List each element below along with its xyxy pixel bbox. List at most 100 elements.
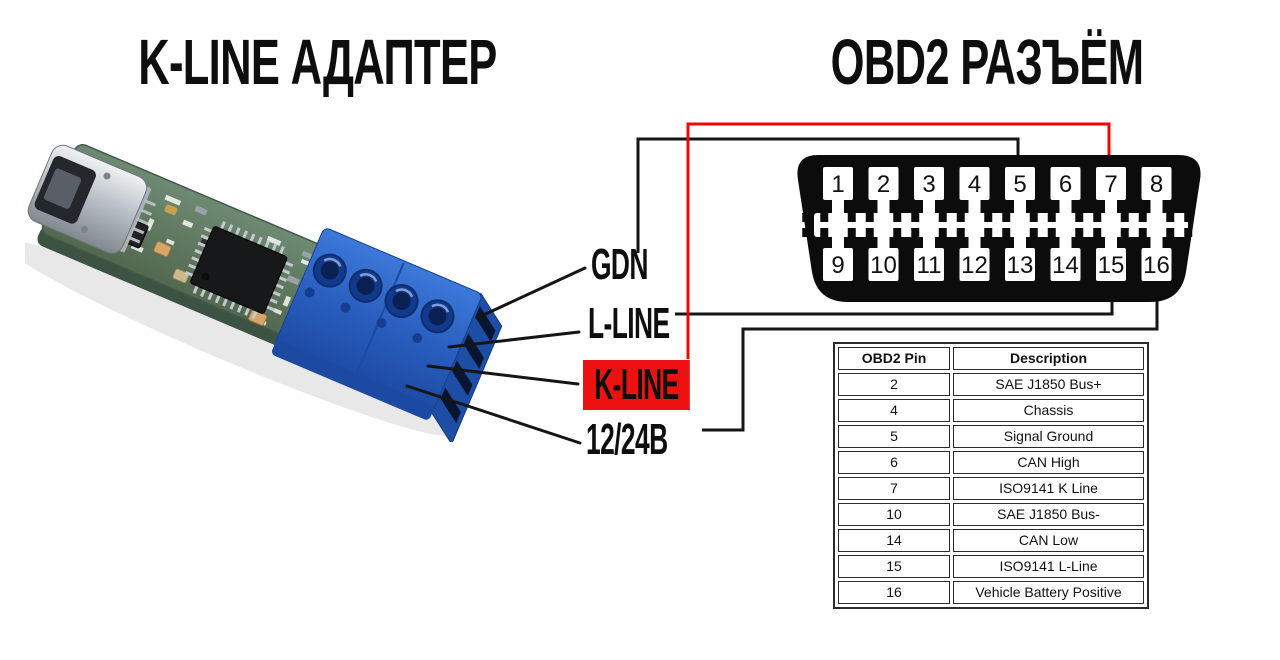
header-cell: Description — [953, 347, 1144, 370]
leader-line-power — [405, 384, 582, 445]
connector-tooth — [1093, 228, 1102, 237]
photo-shadow — [25, 240, 454, 437]
obd2-pin-number: 11 — [917, 252, 942, 279]
connector-tooth — [865, 228, 874, 237]
pin-stem — [1105, 234, 1117, 250]
title-obd2-connector: OBD2 РАЗЪЁМ — [830, 26, 1144, 98]
obd2-pin-number: 2 — [877, 171, 890, 198]
leader-line-lline — [447, 330, 581, 349]
pin-slot-top — [1096, 167, 1126, 200]
pin-slot-top — [959, 167, 990, 200]
pin-stem — [1014, 198, 1026, 215]
connector-tooth — [820, 213, 829, 222]
pin-slot-top — [1005, 167, 1035, 200]
obd2-pin-number: 13 — [1007, 252, 1034, 279]
pin-cell: 14 — [838, 529, 950, 552]
led-amber-2 — [172, 268, 190, 283]
connector-tooth — [911, 213, 920, 222]
pin-stem — [923, 234, 935, 250]
wires — [405, 122, 1159, 445]
connector-tooth — [1047, 213, 1056, 222]
connector-tooth — [802, 213, 811, 222]
pin-stem — [1014, 234, 1026, 250]
obd2-pin-number: 5 — [1013, 171, 1026, 198]
connector-tooth — [1047, 228, 1056, 237]
connector-tooth — [1075, 213, 1084, 222]
description-cell: SAE J1850 Bus+ — [953, 373, 1144, 396]
pin-slot-bottom — [1141, 248, 1172, 281]
obd2-pin-number: 15 — [1098, 252, 1125, 279]
pin-stem — [1150, 234, 1163, 250]
pin-stem — [1059, 234, 1072, 250]
obd2-pin-number: 9 — [831, 252, 844, 279]
pin-stem — [1059, 198, 1072, 215]
leader-line-kline — [426, 364, 580, 386]
connector-tooth — [1029, 228, 1038, 237]
pin-stem — [877, 234, 890, 250]
connector-tooth — [1166, 213, 1175, 222]
leader-line-gdn — [475, 266, 587, 320]
connector-tooth — [893, 228, 902, 237]
pin-cell: 4 — [838, 399, 950, 422]
pin-slot-top — [914, 167, 944, 200]
connector-tooth — [911, 228, 920, 237]
obd2-pin-number: 16 — [1143, 252, 1170, 279]
connector-tooth — [1075, 228, 1084, 237]
description-cell: SAE J1850 Bus- — [953, 503, 1144, 526]
pin-slot-bottom — [1005, 248, 1035, 281]
obd2-pin-number: 14 — [1052, 252, 1079, 279]
pin-slot-bottom — [1096, 248, 1126, 281]
connector-tooth — [1138, 213, 1147, 222]
obd2-pin-number: 1 — [831, 171, 844, 198]
connector-tooth — [1002, 213, 1011, 222]
connector-tooth — [820, 228, 829, 237]
description-cell: Chassis — [953, 399, 1144, 422]
title-kline-adapter: K-LINE АДАПТЕР — [138, 26, 497, 98]
pin-cell: 5 — [838, 425, 950, 448]
pin-stem — [832, 198, 844, 215]
description-cell: Vehicle Battery Positive — [953, 581, 1144, 604]
led-amber-1 — [153, 241, 172, 257]
header-cell: OBD2 Pin — [838, 347, 950, 370]
obd2-pin-number: 12 — [961, 252, 988, 279]
pin-slot-bottom — [868, 248, 899, 281]
wire-lline-to-pin15 — [675, 300, 1114, 316]
connector-tooth — [984, 213, 993, 222]
pin-slot-bottom — [1050, 248, 1081, 281]
pin-slot-top — [868, 167, 899, 200]
connector-tooth — [1184, 228, 1193, 237]
description-cell: CAN Low — [953, 529, 1144, 552]
wire-power-to-pin16 — [702, 300, 1159, 432]
mini-usb-connector — [27, 144, 157, 254]
pin-slot-bottom — [823, 248, 853, 281]
wire-gdn-to-pin5 — [636, 137, 1020, 253]
pin-cell: 15 — [838, 555, 950, 578]
connector-tooth — [802, 228, 811, 237]
obd2-pin-number: 10 — [870, 252, 897, 279]
led-amber-4 — [164, 204, 178, 216]
description-cell: ISO9141 K Line — [953, 477, 1144, 500]
connector-tooth — [984, 228, 993, 237]
pin-stem — [832, 234, 844, 250]
pin-stem — [1150, 198, 1163, 215]
connector-tooth — [1120, 228, 1129, 237]
connector-tooth — [956, 213, 965, 222]
pin-stem — [968, 198, 981, 215]
obd2-pin-number: 4 — [968, 171, 981, 198]
pin-cell: 10 — [838, 503, 950, 526]
wire-kline-to-pin7 — [686, 122, 1111, 359]
connector-tooth — [938, 228, 947, 237]
connector-tooth — [1184, 213, 1193, 222]
description-cell: Signal Ground — [953, 425, 1144, 448]
